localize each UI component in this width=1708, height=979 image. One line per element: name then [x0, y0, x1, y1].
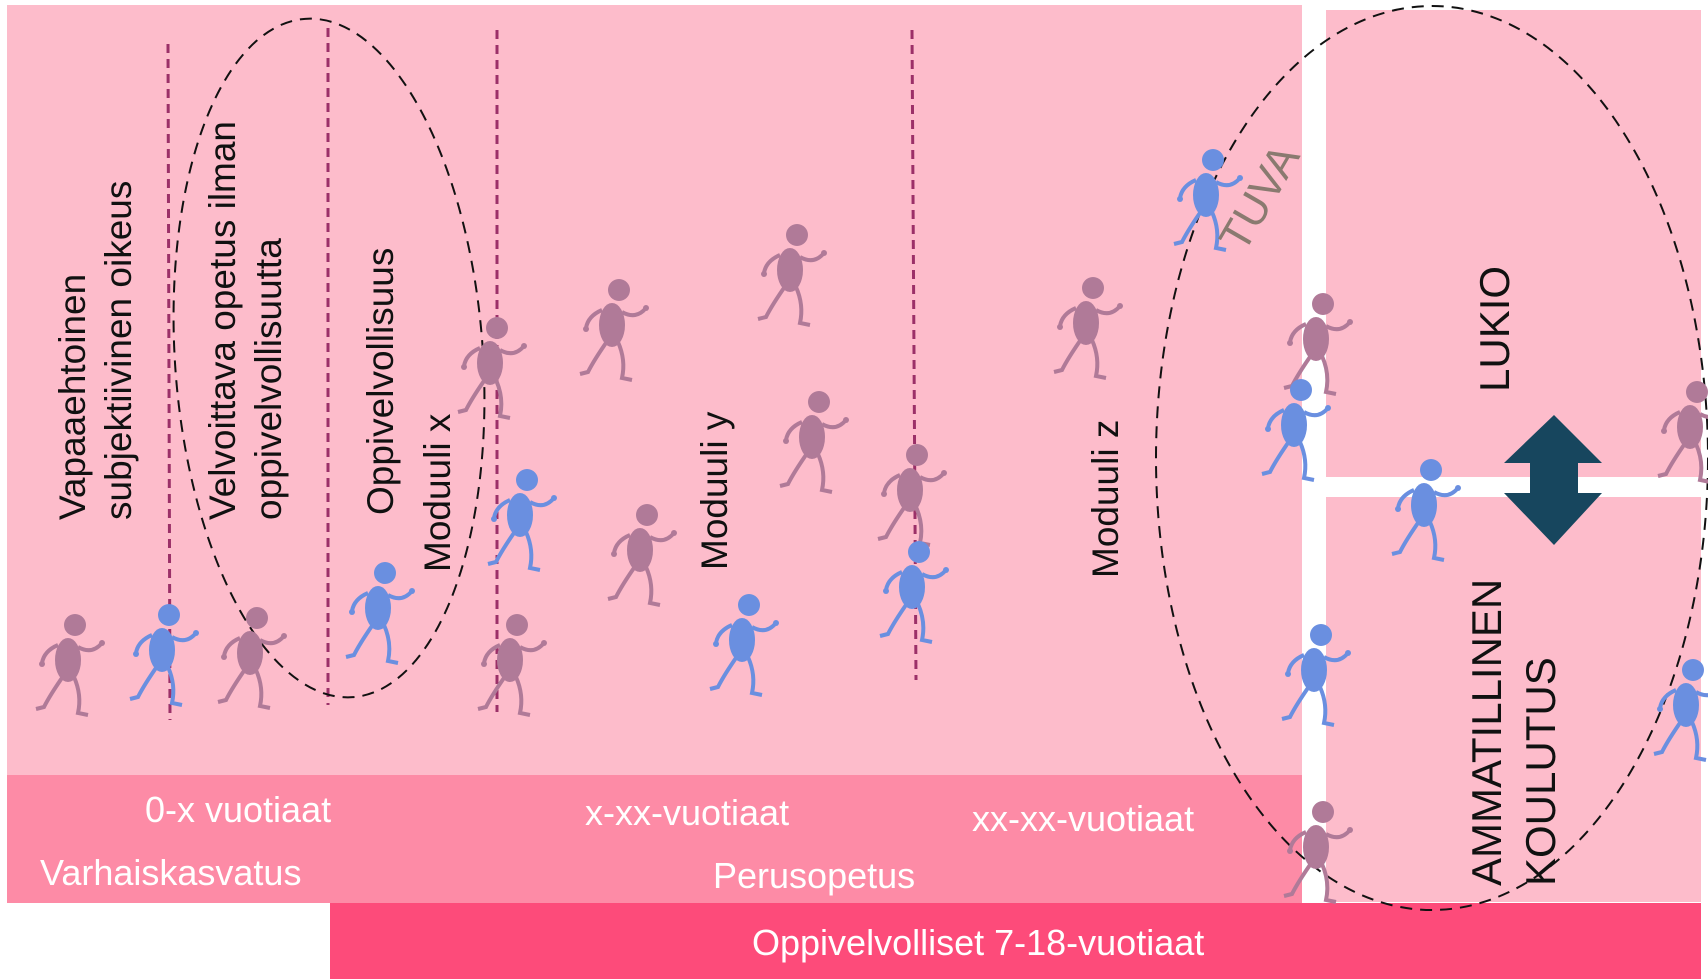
- double-arrow-icon: [1504, 415, 1602, 545]
- age-label-3: xx-xx-vuotiaat: [972, 798, 1195, 839]
- label-moduuli-z: Moduuli z: [1085, 419, 1126, 578]
- label-oppivelvollisuus: Oppivelvollisuus: [360, 247, 401, 515]
- oppivelvolliset-label: Oppivelvolliset 7-18-vuotiaat: [752, 922, 1205, 963]
- stage-label-varhaiskasvatus: Varhaiskasvatus: [40, 852, 302, 893]
- toinen-aste-ellipse: [1155, 5, 1708, 911]
- age-stage-band: [7, 775, 1302, 903]
- oppivelvolliset-band: [330, 903, 1701, 979]
- stage-label-perusopetus: Perusopetus: [713, 855, 916, 896]
- main-education-zone: [7, 5, 1302, 775]
- label-lukio: LUKIO: [1471, 265, 1518, 392]
- ammatillinen-zone: [1326, 497, 1701, 902]
- lukio-zone: [1326, 10, 1701, 477]
- label-ammatillinen: AMMATILLINEN KOULUTUS: [1463, 578, 1564, 886]
- label-vapaaehtoinen: Vapaaehtoinen subjektiivinen oikeus: [52, 180, 139, 520]
- age-label-2: x-xx-vuotiaat: [585, 792, 790, 833]
- age-label-1: 0-x vuotiaat: [145, 789, 332, 830]
- label-moduuli-x: Moduuli x: [417, 413, 458, 572]
- label-velvoittava: Velvoittava opetus ilman oppivelvollisuu…: [202, 120, 289, 520]
- label-moduuli-y: Moduuli y: [694, 411, 735, 570]
